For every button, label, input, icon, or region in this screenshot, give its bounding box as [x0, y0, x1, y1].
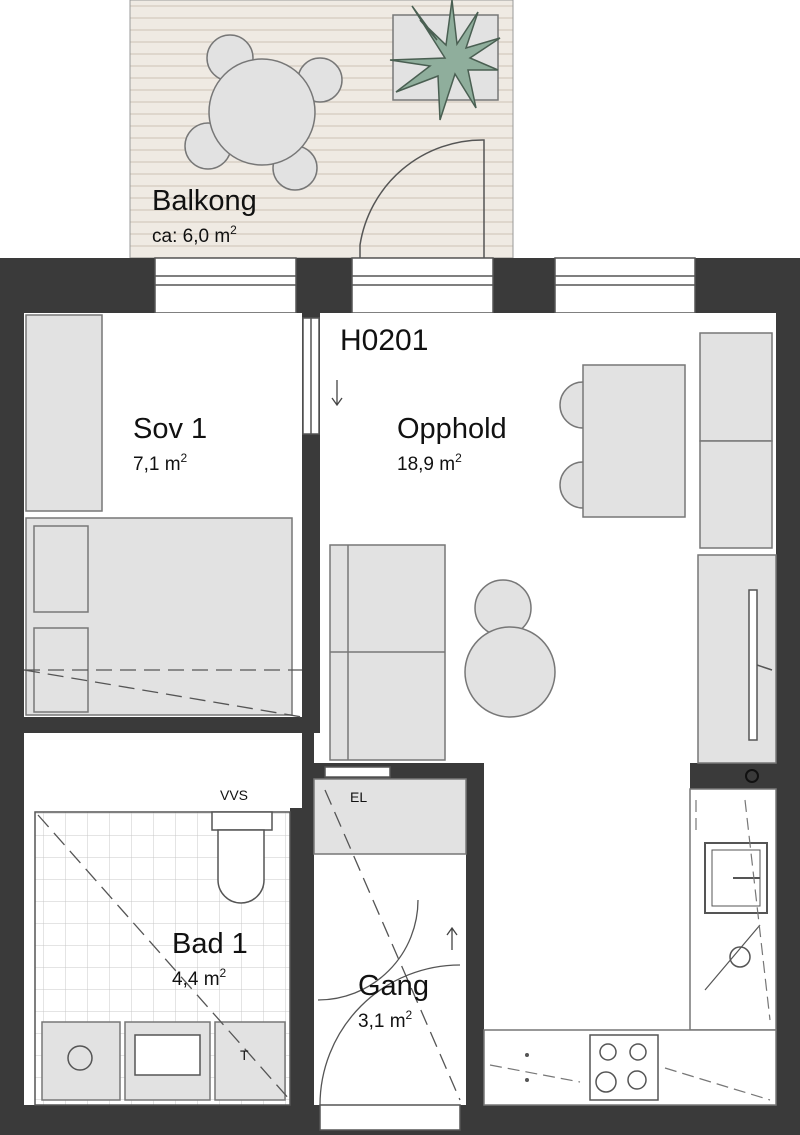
burner [599, 1043, 617, 1061]
burner [629, 1043, 647, 1061]
living-name: Opphold [397, 413, 507, 445]
cabinet [699, 332, 773, 442]
hallway-area: 3,1 m2 [358, 1008, 413, 1032]
balcony-table [208, 58, 316, 166]
bedroom-door-line [23, 669, 303, 718]
bathroom-name: Bad 1 [172, 928, 248, 960]
living-furniture [329, 332, 777, 764]
washer [41, 1021, 121, 1101]
el-label: EL [350, 789, 367, 805]
balcony-door-swing [359, 139, 485, 258]
burner [595, 1071, 617, 1093]
balcony-name: Balkong [152, 185, 257, 217]
toilet-icon [217, 829, 265, 904]
stove [589, 1034, 659, 1101]
kitchen [483, 769, 777, 1106]
unit-code: H0201 [340, 324, 428, 357]
washer-icon [67, 1045, 93, 1071]
dishwasher-icon [729, 946, 751, 968]
burner [627, 1070, 647, 1090]
bedroom-furniture [25, 314, 293, 716]
drain-icon [745, 769, 759, 783]
plant-icon [389, 0, 501, 121]
walls [0, 258, 800, 1135]
dining-table [582, 364, 686, 518]
wardrobe [25, 314, 103, 512]
tv-icon [748, 589, 773, 741]
pillow [33, 525, 89, 613]
hallway: EL [313, 766, 467, 1131]
balcony-area: ca: 6,0 m2 [152, 223, 237, 247]
electric-cabinet [313, 778, 467, 855]
hallway-name: Gang [358, 970, 429, 1002]
tumble-label: T [240, 1047, 249, 1063]
toilet-tank [211, 811, 273, 831]
living-area: 18,9 m2 [397, 451, 462, 475]
arrow-up-icon [446, 926, 458, 950]
window [154, 257, 696, 314]
balcony: Balkong ca: 6,0 m2 [129, 0, 514, 259]
arrow-down-icon [331, 380, 343, 407]
bedroom-area: 7,1 m2 [133, 451, 188, 475]
entrance-door-swing [319, 964, 461, 1106]
dryer [214, 1021, 286, 1101]
coffee-table [464, 626, 556, 718]
bathroom: VVS T [34, 787, 291, 1106]
vvs-label: VVS [220, 787, 248, 803]
cabinet [699, 440, 773, 549]
bedroom-name: Sov 1 [133, 413, 207, 445]
sliding-door [302, 317, 320, 435]
tv-bench [697, 554, 777, 764]
bathroom-area: 4,4 m2 [172, 966, 227, 990]
